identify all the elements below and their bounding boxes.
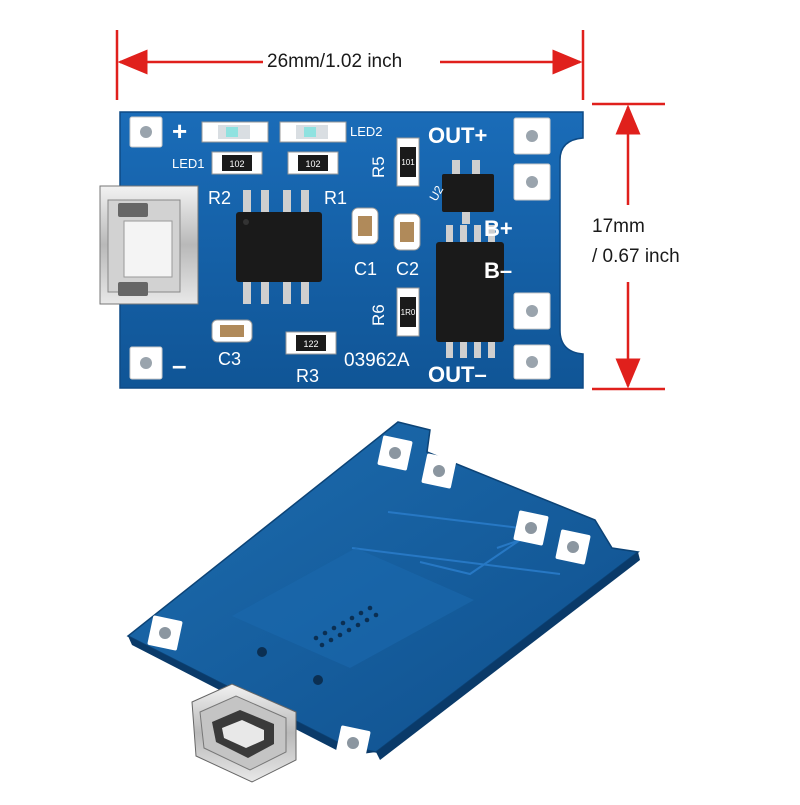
silkscreen-labels: + – OUT+ OUT– B+ B– LED1 LED2 R2 R1 R3 R… — [172, 116, 513, 387]
bottom-vias — [257, 605, 379, 685]
label-led1: LED1 — [172, 156, 205, 171]
led1-component — [201, 121, 269, 143]
resistors-top: 102 102 122 101 1R0 — [211, 137, 420, 355]
capacitor-c2 — [393, 213, 421, 251]
label-out-minus: OUT– — [428, 362, 487, 387]
label-plus: + — [172, 116, 187, 146]
label-c1: C1 — [354, 259, 377, 279]
resistor-r6-code: 1R0 — [401, 308, 416, 317]
label-r6: R6 — [369, 304, 388, 326]
height-dimension-label-line2: / 0.67 inch — [592, 246, 680, 267]
resistor-r2-code: 102 — [229, 159, 244, 169]
width-dimension-label: 26mm/1.02 inch — [267, 51, 403, 72]
charger-ic — [236, 190, 322, 304]
label-led2: LED2 — [350, 124, 383, 139]
capacitor-c3 — [211, 319, 253, 343]
height-dimension-label-line1: 17mm — [592, 216, 645, 237]
bottom-solder-pads — [147, 435, 591, 761]
resistor-r2: 102 — [211, 151, 263, 175]
label-r5: R5 — [369, 156, 388, 178]
label-r2: R2 — [208, 188, 231, 208]
mosfet-u2 — [442, 160, 494, 224]
label-r3: R3 — [296, 366, 319, 386]
label-b-minus: B– — [484, 258, 512, 283]
label-b-plus: B+ — [484, 216, 513, 241]
resistor-r3-code: 122 — [303, 339, 318, 349]
resistor-r5: 101 — [396, 137, 420, 187]
width-dimension — [115, 30, 585, 100]
capacitor-c1 — [351, 207, 379, 245]
led2-component — [279, 121, 347, 143]
label-minus: – — [172, 350, 186, 380]
micro-usb-port-bottom — [191, 683, 297, 783]
pad-holes-top — [140, 126, 538, 369]
resistor-r5-code: 101 — [401, 158, 415, 167]
label-r1: R1 — [324, 188, 347, 208]
height-dimension — [592, 102, 665, 391]
resistor-r1-code: 102 — [305, 159, 320, 169]
capacitors-top — [211, 207, 421, 343]
label-out-plus: OUT+ — [428, 123, 487, 148]
label-c3: C3 — [218, 349, 241, 369]
resistor-r3: 122 — [285, 331, 337, 355]
label-c2: C2 — [396, 259, 419, 279]
resistor-r6: 1R0 — [396, 287, 420, 337]
micro-usb-port-top — [99, 185, 199, 305]
protection-ic — [436, 225, 504, 358]
pcb-top-view: 102 102 122 101 1R0 — [99, 111, 584, 389]
pcb-bottom-view — [126, 421, 640, 783]
label-u2: U2 — [426, 183, 446, 204]
resistor-r1: 102 — [287, 151, 339, 175]
label-part-number: 03962A — [344, 350, 410, 371]
